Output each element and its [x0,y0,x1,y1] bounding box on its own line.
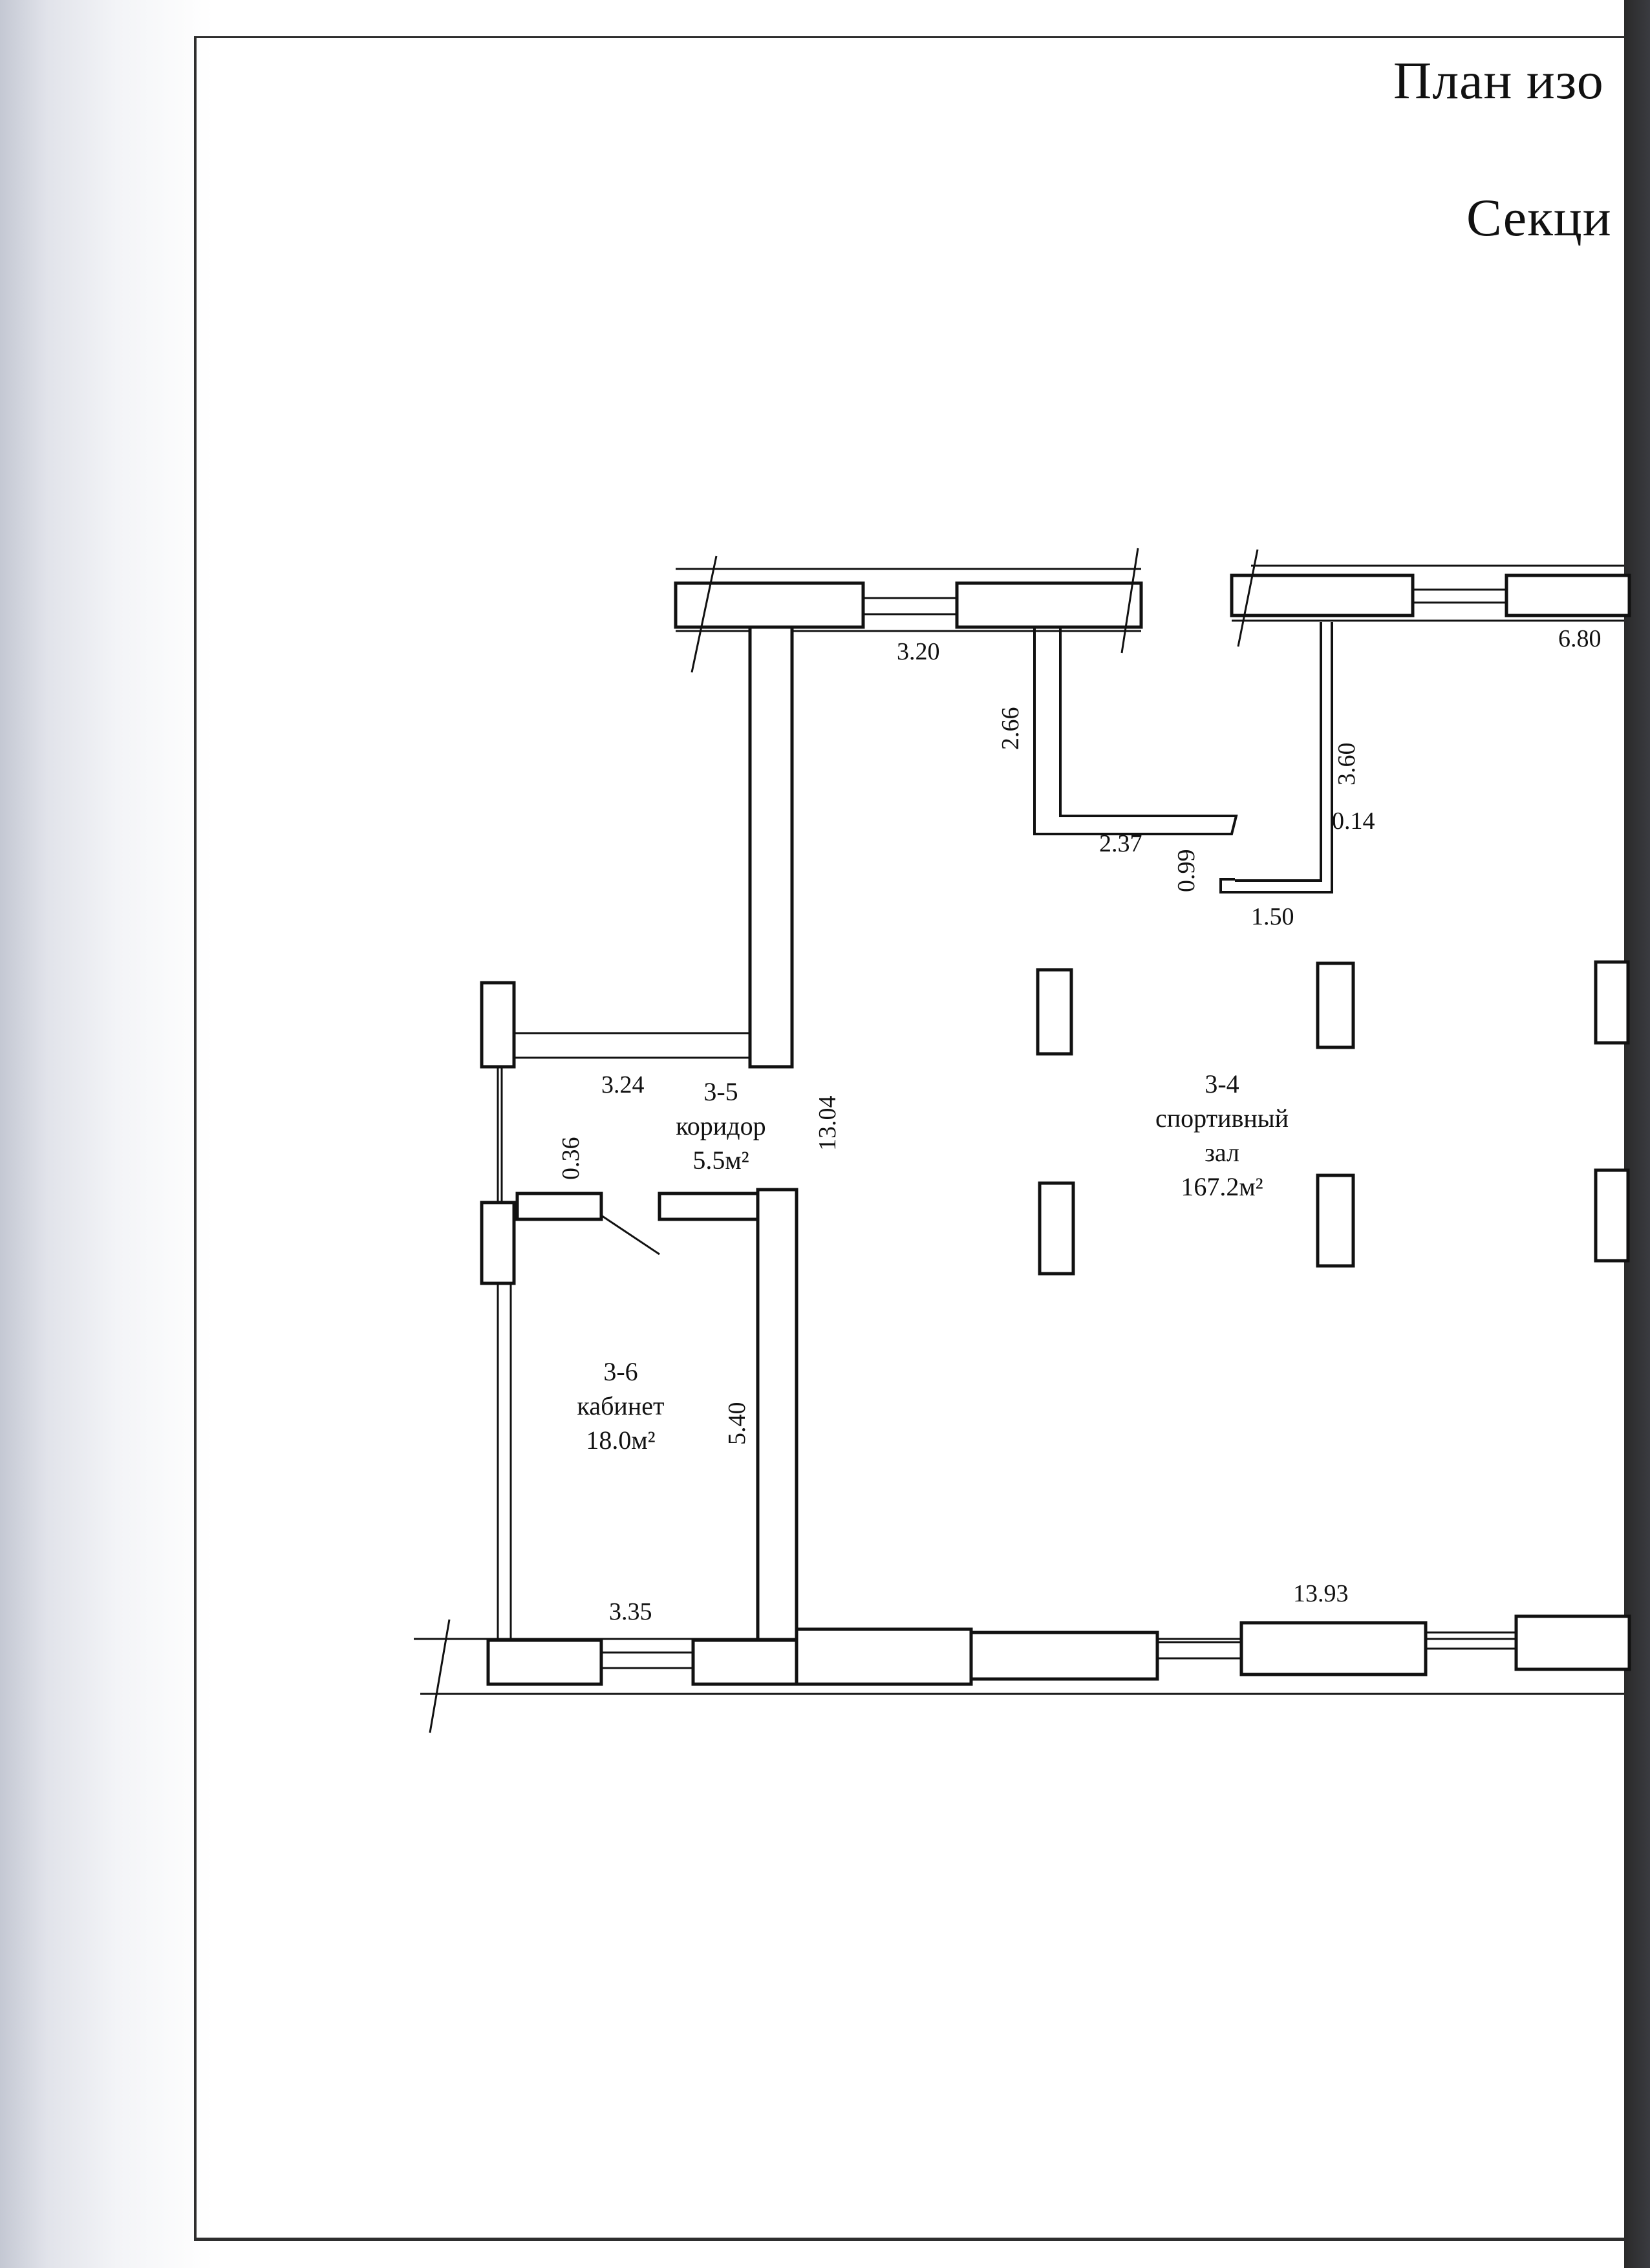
dim-13-04: 13.04 [814,1096,841,1151]
room-3-4-area: 167.2м² [1181,1172,1263,1201]
dim-2-66: 2.66 [997,707,1024,751]
dim-6-80: 6.80 [1558,625,1602,652]
dim-0-99: 0.99 [1173,850,1200,893]
partition-wall-upper [480,625,794,1069]
dim-5-40: 5.40 [723,1402,751,1446]
room-3-4-name-line2: зал [1205,1138,1239,1167]
room-3-5-area: 5.5м² [692,1146,749,1175]
dim-3-35: 3.35 [609,1598,652,1625]
drawing-frame [194,36,1625,2241]
room-3-4: 3-4 спортивный зал 167.2м² [1155,1069,1289,1201]
top-wall-left [674,548,1143,673]
room-3-5: 3-5 коридор 5.5м² [676,1077,766,1175]
room-3-6-number: 3-6 [603,1357,638,1386]
columns [1036,960,1630,1276]
dim-3-20: 3.20 [897,638,940,665]
section-title: Секци [1466,188,1612,247]
dim-1-50: 1.50 [1251,903,1294,930]
scan-page-edge [1624,0,1650,2268]
bottom-wall [414,1614,1631,1733]
plan-title: План изо [1393,51,1604,110]
room-3-5-number: 3-5 [703,1077,738,1106]
dim-0-36: 0.36 [557,1137,584,1181]
dim-0-14: 0.14 [1332,808,1375,835]
room-3-5-name: коридор [676,1111,766,1140]
niche-left [1033,627,1238,835]
room-3-6-area: 18.0м² [586,1426,655,1455]
room-3-4-number: 3-4 [1205,1069,1239,1098]
dim-2-37: 2.37 [1099,830,1142,857]
scan-binding-shadow [0,0,213,2268]
dim-3-60: 3.60 [1333,743,1360,786]
dim-3-24: 3.24 [601,1071,645,1098]
niche-right [1219,622,1333,893]
room-3-6: 3-6 кабинет 18.0м² [577,1357,665,1455]
top-wall-right [1230,549,1631,647]
room-3-4-name: спортивный [1155,1104,1289,1133]
partition-wall-lower [480,1067,798,1645]
room-3-6-name: кабинет [577,1391,665,1420]
dim-13-93: 13.93 [1293,1580,1349,1607]
